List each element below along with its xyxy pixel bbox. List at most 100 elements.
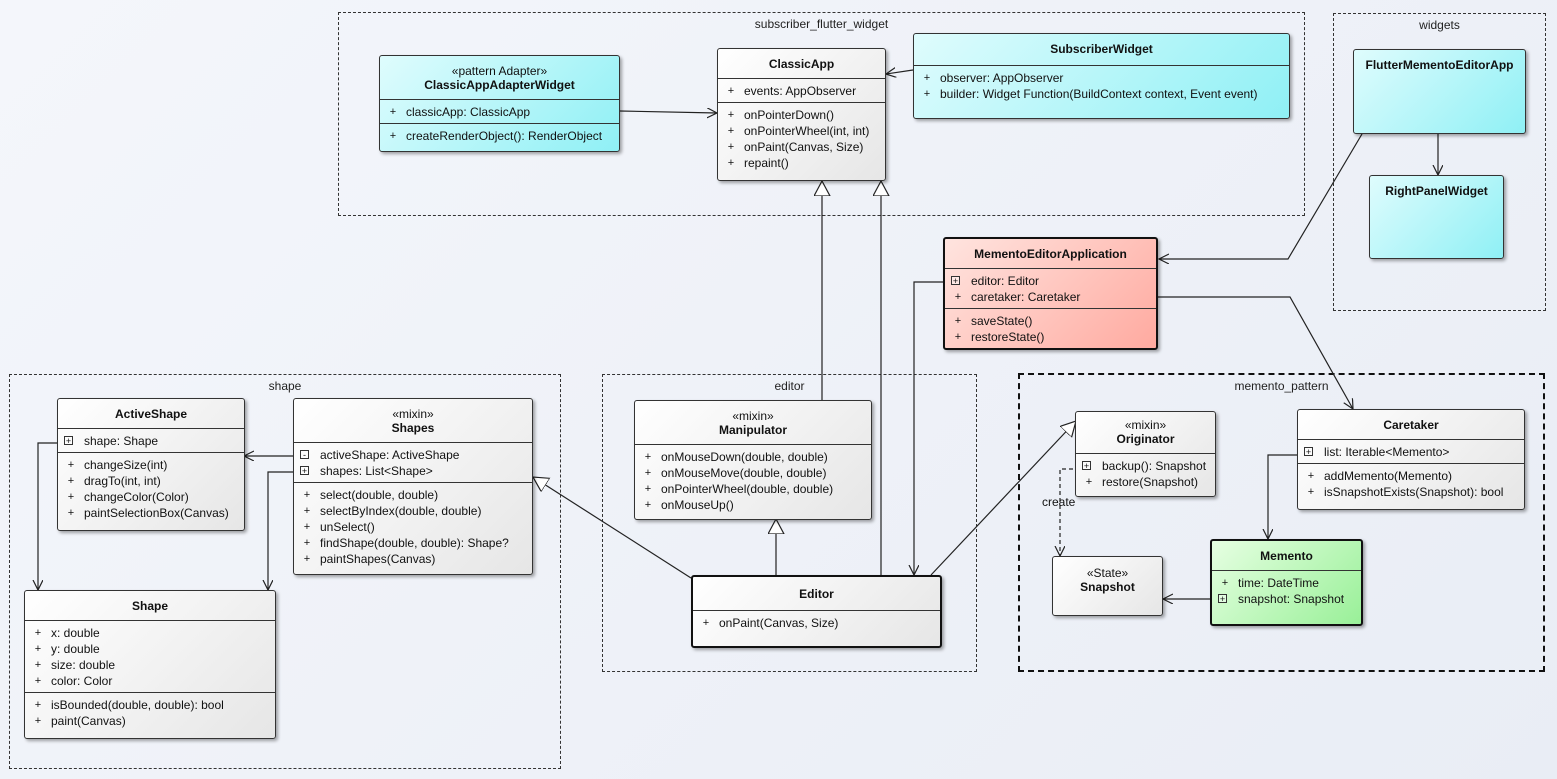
class-subscriber-widget[interactable]: SubscriberWidget +observer: AppObserver …: [913, 33, 1290, 119]
operation: +paintSelectionBox(Canvas): [67, 506, 229, 520]
operation: +addMemento(Memento): [1307, 469, 1453, 483]
operation: +onMouseUp(): [644, 498, 734, 512]
operation: +paint(Canvas): [34, 714, 126, 728]
operation: +createRenderObject(): RenderObject: [389, 129, 603, 143]
operation: +findShape(double, double): Shape?: [303, 536, 509, 550]
class-name: Shape: [131, 599, 168, 613]
operation: +onPaint(Canvas, Size): [702, 616, 839, 630]
package-title: memento_pattern: [1234, 379, 1329, 393]
class-name: Caretaker: [1383, 418, 1439, 432]
attribute: -activeShape: ActiveShape: [294, 447, 532, 463]
attribute: +shapes: List<Shape>: [300, 464, 433, 478]
attribute: +size: double: [34, 658, 116, 672]
operation: +dragTo(int, int): [67, 474, 161, 488]
operation: +onPointerDown(): [727, 108, 835, 122]
operation: +select(double, double): [303, 488, 439, 502]
attribute: +time: DateTime: [1221, 576, 1319, 590]
class-name: RightPanelWidget: [1385, 184, 1488, 198]
class-name: Manipulator: [719, 423, 787, 437]
package-memento-pattern: memento_pattern: [1018, 373, 1545, 672]
class-shape[interactable]: Shape +x: double +y: double +size: doubl…: [24, 590, 276, 739]
operation: +paintShapes(Canvas): [303, 552, 436, 566]
attribute: +x: double: [34, 626, 100, 640]
attribute: +editor: Editor: [951, 274, 1040, 288]
stereotype: «State»: [1086, 566, 1129, 580]
assoc-activeshape-shape: [38, 442, 63, 590]
class-name: Editor: [799, 587, 834, 601]
class-shapes[interactable]: «mixin» Shapes -activeShape: ActiveShape…: [293, 398, 533, 575]
attribute: +builder: Widget Function(BuildContext c…: [923, 87, 1258, 101]
stereotype: «pattern Adapter»: [451, 64, 548, 78]
class-flutter-memento-editor-app[interactable]: FlutterMementoEditorApp: [1353, 49, 1526, 134]
class-originator[interactable]: «mixin» Originator +backup(): Snapshot +…: [1075, 411, 1216, 497]
operation: +changeSize(int): [67, 458, 168, 472]
class-right-panel-widget[interactable]: RightPanelWidget: [1369, 175, 1504, 259]
operation: +restoreState(): [954, 330, 1045, 344]
stereotype: «mixin»: [1124, 418, 1167, 432]
attribute: +shape: Shape: [64, 434, 159, 448]
class-active-shape[interactable]: ActiveShape +shape: Shape +changeSize(in…: [57, 398, 245, 531]
attribute: +y: double: [34, 642, 100, 656]
stereotype: «mixin»: [732, 409, 774, 423]
assoc-subscriber-classicapp: [886, 70, 914, 74]
assoc-mementoapp-editor: [914, 281, 944, 575]
gen-editor-originator: [930, 421, 1076, 576]
package-title: editor: [774, 379, 805, 393]
class-name: Memento: [1260, 549, 1313, 563]
operation: +onMouseMove(double, double): [644, 466, 827, 480]
class-name: ClassicAppAdapterWidget: [424, 78, 575, 92]
class-name: Snapshot: [1080, 580, 1135, 594]
operation: +restore(Snapshot): [1085, 475, 1199, 489]
operation: +onMouseDown(double, double): [644, 450, 828, 464]
operation: +onPointerWheel(double, double): [644, 482, 834, 496]
class-name: Shapes: [391, 421, 435, 435]
operation: +onPointerWheel(int, int): [727, 124, 870, 138]
attribute: +caretaker: Caretaker: [954, 290, 1081, 304]
class-name: MementoEditorApplication: [974, 247, 1127, 261]
class-name: ActiveShape: [114, 407, 188, 421]
assoc-caretaker-memento: [1268, 454, 1298, 539]
class-classic-app-adapter-widget[interactable]: «pattern Adapter» ClassicAppAdapterWidge…: [379, 55, 620, 152]
operation: +changeColor(Color): [67, 490, 189, 504]
attribute: +observer: AppObserver: [923, 71, 1064, 85]
class-name: ClassicApp: [768, 57, 835, 71]
package-widgets: widgets: [1333, 13, 1546, 311]
class-name: Originator: [1116, 432, 1175, 446]
class-manipulator[interactable]: «mixin» Manipulator +onMouseDown(double,…: [634, 400, 872, 520]
class-memento-editor-application[interactable]: MementoEditorApplication +editor: Editor…: [943, 237, 1158, 350]
assoc-adapter-classicapp: [619, 111, 717, 113]
package-title: widgets: [1419, 18, 1460, 32]
class-name: SubscriberWidget: [1050, 42, 1153, 56]
class-editor[interactable]: Editor +onPaint(Canvas, Size): [691, 575, 942, 648]
class-memento[interactable]: Memento +time: DateTime +snapshot: Snaps…: [1210, 539, 1363, 626]
operation: +backup(): Snapshot: [1082, 459, 1207, 473]
operation: +onPaint(Canvas, Size): [727, 140, 864, 154]
assoc-mementoapp-caretaker: [1157, 296, 1353, 409]
operation: +isBounded(double, double): bool: [34, 698, 224, 712]
package-editor: editor: [602, 374, 977, 672]
package-shape: shape: [9, 374, 561, 769]
assoc-flutter-mementoapp: [1159, 133, 1363, 259]
stereotype: «mixin»: [392, 407, 434, 421]
create-dependency-label: create: [1042, 495, 1076, 509]
class-classic-app[interactable]: ClassicApp +events: AppObserver +onPoint…: [717, 48, 886, 181]
dep-originator-snapshot: [1060, 468, 1080, 556]
class-caretaker[interactable]: Caretaker +list: Iterable<Memento> +addM…: [1297, 409, 1525, 510]
operation: +selectByIndex(double, double): [303, 504, 482, 518]
attribute: +classicApp: ClassicApp: [389, 105, 531, 119]
assoc-shapes-shape: [268, 471, 294, 590]
gen-editor-shapes: [533, 477, 692, 579]
class-name: FlutterMementoEditorApp: [1365, 58, 1514, 72]
package-title: shape: [268, 379, 302, 393]
attribute: +events: AppObserver: [727, 84, 857, 98]
class-snapshot[interactable]: «State» Snapshot: [1052, 556, 1163, 616]
operation: +repaint(): [727, 156, 789, 170]
package-title: subscriber_flutter_widget: [754, 17, 889, 31]
operation: +saveState(): [954, 314, 1033, 328]
attribute: +color: Color: [34, 674, 113, 688]
attribute: +list: Iterable<Memento>: [1304, 445, 1450, 459]
operation: +isSnapshotExists(Snapshot): bool: [1307, 485, 1504, 499]
operation: +unSelect(): [303, 520, 375, 534]
attribute: +snapshot: Snapshot: [1218, 592, 1345, 606]
